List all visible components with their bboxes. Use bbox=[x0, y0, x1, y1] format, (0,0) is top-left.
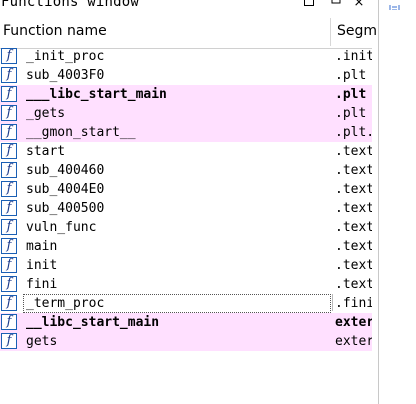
function-icon: f bbox=[1, 257, 17, 273]
function-row[interactable]: f ___libc_start_main .plt bbox=[0, 85, 372, 104]
function-icon: f bbox=[1, 181, 17, 197]
function-icon: f bbox=[1, 333, 17, 349]
function-row[interactable]: f sub_400500 .text bbox=[0, 199, 372, 218]
function-segment: .text bbox=[335, 144, 372, 159]
function-row[interactable]: f _term_proc .fini bbox=[0, 294, 372, 313]
function-name: ___libc_start_main bbox=[26, 87, 167, 102]
function-icon: f bbox=[1, 86, 17, 102]
function-icon: f bbox=[1, 143, 17, 159]
function-icon: f bbox=[1, 238, 17, 254]
function-segment: .text bbox=[335, 182, 372, 197]
function-name: _term_proc bbox=[26, 296, 105, 311]
function-segment: .text bbox=[335, 239, 372, 254]
function-icon: f bbox=[1, 200, 17, 216]
function-icon: f bbox=[1, 162, 17, 178]
function-segment: .fini bbox=[335, 296, 372, 311]
function-name: main bbox=[26, 239, 58, 254]
function-segment: .plt bbox=[335, 68, 367, 83]
function-icon: f bbox=[1, 105, 17, 121]
function-name: sub_4003F0 bbox=[26, 68, 105, 83]
function-icon: f bbox=[1, 295, 17, 311]
function-icon: f bbox=[1, 67, 17, 83]
function-row[interactable]: f __libc_start_main exter bbox=[0, 313, 372, 332]
function-name: sub_400460 bbox=[26, 163, 105, 178]
function-name: start bbox=[26, 144, 66, 159]
function-name: _init_proc bbox=[26, 49, 105, 64]
function-name: __libc_start_main bbox=[26, 315, 160, 330]
float-icon[interactable] bbox=[328, 0, 342, 10]
function-icon: f bbox=[1, 314, 17, 330]
column-function-name[interactable]: Function name bbox=[3, 23, 107, 39]
function-segment: .plt. bbox=[335, 125, 372, 140]
column-segment[interactable]: Segm bbox=[337, 23, 378, 39]
function-segment: .init bbox=[335, 49, 372, 64]
function-icon: f bbox=[1, 124, 17, 140]
function-row[interactable]: f vuln_func .text bbox=[0, 218, 372, 237]
function-segment: .text bbox=[335, 163, 372, 178]
column-header: Function name Segm bbox=[0, 14, 378, 49]
function-name: sub_4004E0 bbox=[26, 182, 105, 197]
scrollbar[interactable] bbox=[372, 47, 378, 404]
function-row[interactable]: f sub_4003F0 .plt bbox=[0, 66, 372, 85]
function-name: __gmon_start__ bbox=[26, 125, 136, 140]
function-segment: .text bbox=[335, 258, 372, 273]
function-name: vuln_func bbox=[26, 220, 97, 235]
function-segment: .text bbox=[335, 277, 372, 292]
title-bar: Functions window × bbox=[0, 0, 378, 12]
function-row[interactable]: f _init_proc .init bbox=[0, 47, 372, 66]
function-segment: .plt bbox=[335, 87, 367, 102]
document-icon[interactable] bbox=[389, 0, 401, 10]
function-list: f _init_proc .init f sub_4003F0 .plt f ___libc_… bbox=[0, 47, 372, 351]
function-name: _gets bbox=[26, 106, 66, 121]
function-segment: .text bbox=[335, 201, 372, 216]
adjacent-panel bbox=[379, 0, 416, 404]
function-icon: f bbox=[1, 48, 17, 64]
function-segment: .text bbox=[335, 220, 372, 235]
panel-divider[interactable] bbox=[378, 0, 379, 404]
function-name: fini bbox=[26, 277, 58, 292]
close-icon[interactable]: × bbox=[353, 0, 365, 10]
window-title: Functions window bbox=[1, 0, 140, 10]
function-icon: f bbox=[1, 219, 17, 235]
function-icon: f bbox=[1, 276, 17, 292]
restore-icon[interactable] bbox=[304, 0, 314, 6]
function-segment: .plt bbox=[335, 106, 367, 121]
focus-outline bbox=[23, 294, 331, 313]
function-row[interactable]: f __gmon_start__ .plt. bbox=[0, 123, 372, 142]
function-name: sub_400500 bbox=[26, 201, 105, 216]
function-row[interactable]: f _gets .plt bbox=[0, 104, 372, 123]
function-segment: exter bbox=[335, 334, 372, 349]
function-name: gets bbox=[26, 334, 58, 349]
segment-cell-border bbox=[332, 294, 375, 311]
column-divider[interactable] bbox=[330, 18, 331, 46]
function-name: init bbox=[26, 258, 58, 273]
function-row[interactable]: f sub_4004E0 .text bbox=[0, 180, 372, 199]
function-row[interactable]: f sub_400460 .text bbox=[0, 161, 372, 180]
function-segment: exter bbox=[335, 315, 372, 330]
